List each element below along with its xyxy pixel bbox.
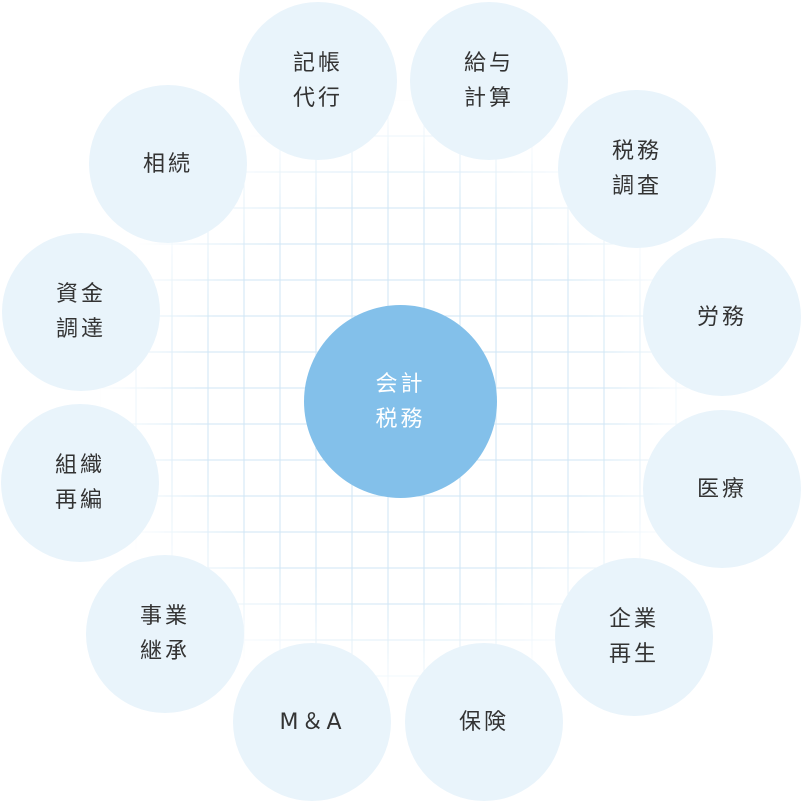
- service-node-soshiki[interactable]: 組織 再編: [1, 404, 159, 562]
- service-node-hoken[interactable]: 保険: [405, 643, 563, 801]
- service-node-kigyo[interactable]: 企業 再生: [555, 558, 713, 716]
- center-node[interactable]: 会計 税務: [304, 305, 497, 498]
- service-label-romu: 労務: [696, 304, 747, 330]
- service-label-kigyo: 企業 再生: [608, 607, 659, 667]
- service-label-sozoku: 相続: [142, 151, 193, 177]
- service-node-shikin[interactable]: 資金 調達: [2, 233, 160, 391]
- service-label-shikin: 資金 調達: [55, 282, 106, 342]
- service-node-kicho[interactable]: 記帳 代行: [239, 2, 397, 160]
- service-node-zeimu[interactable]: 税務 調査: [558, 90, 716, 248]
- service-label-ma: M＆A: [279, 709, 345, 735]
- center-label: 会計 税務: [375, 371, 426, 432]
- service-label-hoken: 保険: [458, 709, 509, 735]
- service-node-sozoku[interactable]: 相続: [89, 85, 247, 243]
- service-node-romu[interactable]: 労務: [643, 238, 801, 396]
- service-label-jigyo: 事業 継承: [139, 604, 190, 664]
- service-label-zeimu: 税務 調査: [611, 139, 662, 199]
- service-node-jigyo[interactable]: 事業 継承: [86, 555, 244, 713]
- service-node-ma[interactable]: M＆A: [233, 643, 391, 801]
- service-node-iryo[interactable]: 医療: [643, 410, 801, 568]
- service-label-iryo: 医療: [696, 476, 747, 502]
- service-label-kyuyo: 給与 計算: [463, 51, 514, 111]
- service-label-kicho: 記帳 代行: [292, 51, 343, 111]
- service-node-kyuyo[interactable]: 給与 計算: [410, 2, 568, 160]
- service-label-soshiki: 組織 再編: [54, 453, 105, 513]
